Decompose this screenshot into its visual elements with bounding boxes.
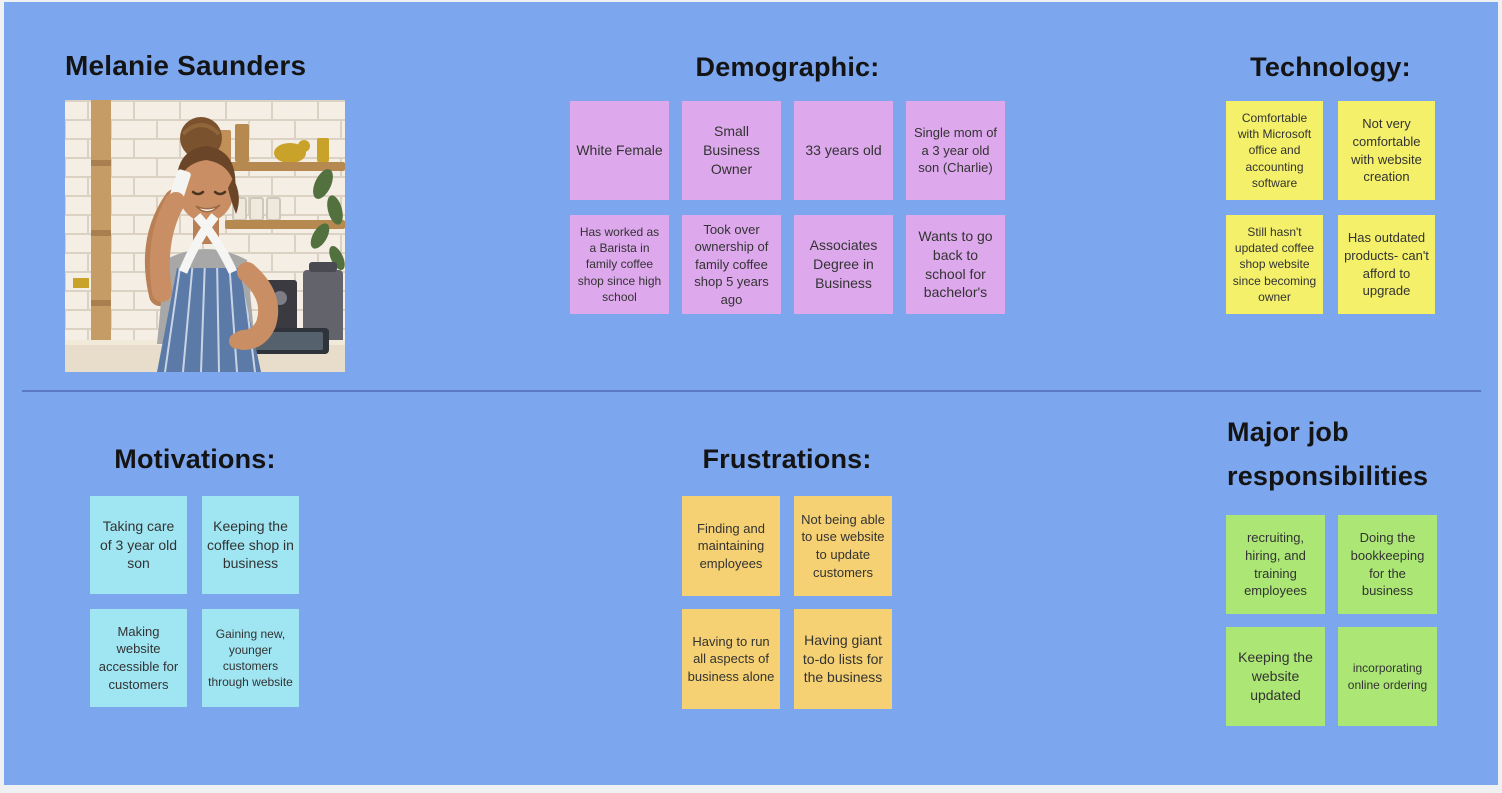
- sticky-note[interactable]: Keeping the website updated: [1226, 627, 1325, 726]
- wood-ladder-shelf: [73, 100, 111, 372]
- plant: [310, 169, 345, 271]
- section-title-motivations: Motivations:: [114, 444, 276, 474]
- woman: [144, 117, 279, 372]
- section-title-technology: Technology:: [1250, 52, 1411, 82]
- sticky-note[interactable]: Not being able to use website to update …: [794, 496, 892, 596]
- motivations-notes-grid: Taking care of 3 year old son Keeping th…: [90, 496, 299, 707]
- sticky-note[interactable]: Taking care of 3 year old son: [90, 496, 187, 594]
- sticky-note[interactable]: Comfortable with Microsoft office and ac…: [1226, 101, 1323, 200]
- sticky-note[interactable]: Making website accessible for customers: [90, 609, 187, 707]
- section-title-major-responsibilities: Major job responsibilities: [1227, 417, 1429, 491]
- sticky-note[interactable]: recruiting, hiring, and training employe…: [1226, 515, 1325, 614]
- persona-photo: [65, 100, 345, 372]
- sticky-note[interactable]: Single mom of a 3 year old son (Charlie): [906, 101, 1005, 200]
- technology-notes-grid: Comfortable with Microsoft office and ac…: [1226, 101, 1435, 314]
- sticky-note[interactable]: Has outdated products- can't afford to u…: [1338, 215, 1435, 314]
- persona-name-title: Melanie Saunders: [65, 50, 307, 81]
- sticky-note[interactable]: Has worked as a Barista in family coffee…: [570, 215, 669, 314]
- sticky-note[interactable]: Took over ownership of family coffee sho…: [682, 215, 781, 314]
- sticky-note[interactable]: Not very comfortable with website creati…: [1338, 101, 1435, 200]
- sticky-note[interactable]: 33 years old: [794, 101, 893, 200]
- sticky-note[interactable]: Having to run all aspects of business al…: [682, 609, 780, 709]
- sticky-note[interactable]: incorporating online ordering: [1338, 627, 1437, 726]
- section-divider: [22, 390, 1481, 392]
- sticky-note[interactable]: Keeping the coffee shop in business: [202, 496, 299, 594]
- sticky-note[interactable]: Gaining new, younger customers through w…: [202, 609, 299, 707]
- demographic-notes-grid: White Female Small Business Owner 33 yea…: [570, 101, 1005, 314]
- frustrations-notes-grid: Finding and maintaining employees Not be…: [682, 496, 892, 709]
- sticky-note[interactable]: Small Business Owner: [682, 101, 781, 200]
- section-title-demographic: Demographic:: [695, 52, 880, 82]
- sticky-note[interactable]: Doing the bookkeeping for the business: [1338, 515, 1437, 614]
- major-responsibilities-notes-grid: recruiting, hiring, and training employe…: [1226, 515, 1437, 726]
- sticky-note[interactable]: Wants to go back to school for bachelor'…: [906, 215, 1005, 314]
- sticky-note[interactable]: Having giant to-do lists for the busines…: [794, 609, 892, 709]
- sticky-note[interactable]: White Female: [570, 101, 669, 200]
- section-title-frustrations: Frustrations:: [702, 444, 872, 474]
- sticky-note[interactable]: Still hasn't updated coffee shop website…: [1226, 215, 1323, 314]
- sticky-note[interactable]: Associates Degree in Business: [794, 215, 893, 314]
- sticky-note[interactable]: Finding and maintaining employees: [682, 496, 780, 596]
